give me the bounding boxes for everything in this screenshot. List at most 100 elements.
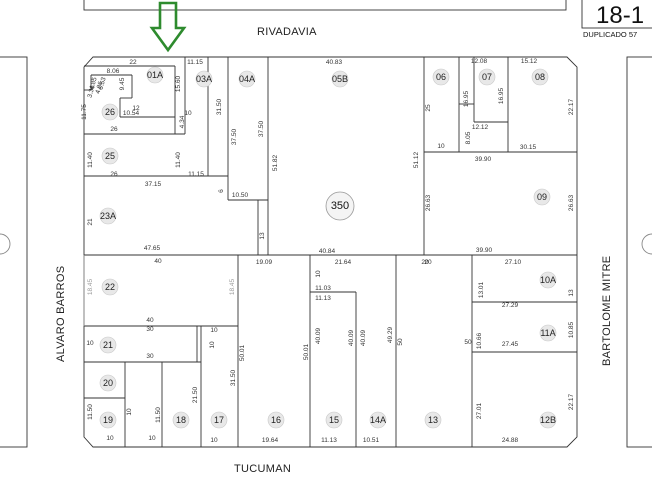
parcel-label: 07 — [482, 72, 492, 82]
measurement-label: 27.45 — [502, 341, 519, 348]
parcel-marker — [533, 188, 551, 206]
parcel-marker — [99, 374, 117, 392]
parcel-label: 26 — [105, 107, 115, 117]
measurement-label: 13.01 — [478, 281, 485, 298]
measurement-label: 22 — [129, 59, 137, 66]
street-east: BARTOLOME MITRE — [601, 256, 613, 366]
parcel-marker — [478, 68, 496, 86]
measurement-label: 24.88 — [502, 437, 519, 444]
measurement-label: 49.29 — [387, 326, 394, 343]
measurement-label: 4.86 — [95, 80, 105, 94]
measurement-label: 13 — [568, 289, 575, 297]
measurement-label: 51.82 — [272, 154, 279, 171]
parcel-marker — [531, 68, 549, 86]
parcel-label: 05B — [332, 74, 348, 84]
parcel-label: 11A — [540, 328, 555, 338]
measurement-label: 40 — [154, 258, 162, 265]
parcel-marker — [539, 324, 557, 342]
parcel-label: 15 — [329, 415, 339, 425]
measurement-label: 37.50 — [231, 128, 238, 145]
measurement-label: 16.95 — [463, 90, 470, 107]
parcel-label: 23A — [100, 211, 116, 221]
measurement-label: 10 — [86, 340, 94, 347]
parcel-label: 25 — [105, 151, 115, 161]
measurement-label: 11.40 — [175, 152, 182, 168]
measurement-label: 51.12 — [413, 151, 420, 168]
measurement-label: 40.09 — [360, 329, 367, 346]
parcel-marker — [101, 103, 119, 121]
neighbor-blocks — [0, 0, 652, 448]
measurement-label: 50 — [397, 338, 404, 346]
parcel-marker — [325, 411, 343, 429]
street-west: ALVARO BARROS — [55, 266, 67, 362]
measurement-label: 27.01 — [476, 402, 483, 419]
neighbor-arc-east — [641, 233, 652, 255]
measurement-label: 20 — [424, 259, 432, 266]
measurement-label: 10.50 — [232, 192, 249, 199]
parcel-marker — [539, 271, 557, 289]
measurement-label: 10 — [210, 327, 218, 334]
parcel-label: 22 — [105, 282, 115, 292]
parcel-marker — [424, 411, 442, 429]
duplicate-label: DUPLICADO 57 — [583, 30, 637, 39]
parcel-label: 06 — [436, 72, 446, 82]
measurement-label: 50.01 — [239, 344, 246, 361]
parcel-label: 17 — [214, 415, 224, 425]
parcel-marker — [99, 207, 117, 225]
measurement-label: 4.34 — [179, 115, 186, 128]
measurement-label: 11.13 — [315, 295, 331, 302]
measurement-label: 26 — [110, 171, 118, 178]
measurement-label: 4.85 — [89, 76, 99, 90]
measurement-label: 40.09 — [315, 327, 322, 344]
measurement-label: 10 — [209, 341, 216, 349]
measurement-label: 26.63 — [425, 194, 432, 211]
measurement-label: 27.29 — [502, 302, 519, 309]
measurement-label: 10 — [126, 408, 133, 416]
parcel-label: 03A — [196, 74, 212, 84]
measurement-label: 18.45 — [87, 278, 94, 295]
measurement-label: 26.63 — [568, 194, 575, 211]
block-outline — [83, 56, 578, 448]
measurement-label: 21 — [87, 218, 94, 226]
parcel-label: 16 — [271, 415, 281, 425]
measurement-label: 22.17 — [568, 98, 575, 115]
measurement-label: 10.85 — [568, 321, 575, 338]
parcel-marker — [172, 411, 190, 429]
measurement-label: 47.65 — [144, 245, 161, 252]
parcel-marker — [101, 147, 119, 165]
parcel-marker — [267, 411, 285, 429]
measurement-label: 3.36 — [87, 84, 97, 98]
measurement-label: 50.01 — [303, 343, 310, 360]
measurement-label: 50 — [464, 339, 472, 346]
parcel-marker — [238, 70, 256, 88]
neighbor-block-north — [83, 0, 567, 11]
neighbor-block-east — [626, 56, 652, 448]
measurement-label: 8.05 — [465, 131, 472, 144]
measurement-label: 10 — [184, 110, 192, 117]
measurement-label: 37.50 — [258, 120, 265, 137]
parcel-marker — [99, 411, 117, 429]
measurement-label: 30 — [146, 326, 154, 333]
parcel-marker — [210, 411, 228, 429]
measurement-label: 30.15 — [520, 144, 537, 151]
parcel-label: 19 — [103, 415, 113, 425]
street-north: RIVADAVIA — [257, 26, 317, 38]
measurement-label: 22.17 — [568, 393, 575, 410]
measurement-label: 40.09 — [348, 329, 355, 346]
measurement-label: 10 — [437, 143, 445, 150]
measurement-label: 12.12 — [472, 124, 489, 131]
measurement-label: 15.60 — [175, 75, 182, 92]
parcel-label: 18 — [176, 415, 186, 425]
measurement-label: 20 — [421, 259, 429, 266]
parcel-marker — [146, 66, 164, 84]
measurement-label: 11.40 — [87, 152, 94, 168]
measurement-label: 10.66 — [476, 332, 483, 349]
measurement-label: 6 — [218, 189, 225, 193]
parcel-marker — [101, 278, 119, 296]
measurement-label: 31.50 — [216, 98, 223, 115]
parcel-marker — [432, 68, 450, 86]
parcel-marker — [331, 70, 349, 88]
parcel-label: 14A — [370, 415, 386, 425]
parcel-label: 01A — [147, 70, 163, 80]
